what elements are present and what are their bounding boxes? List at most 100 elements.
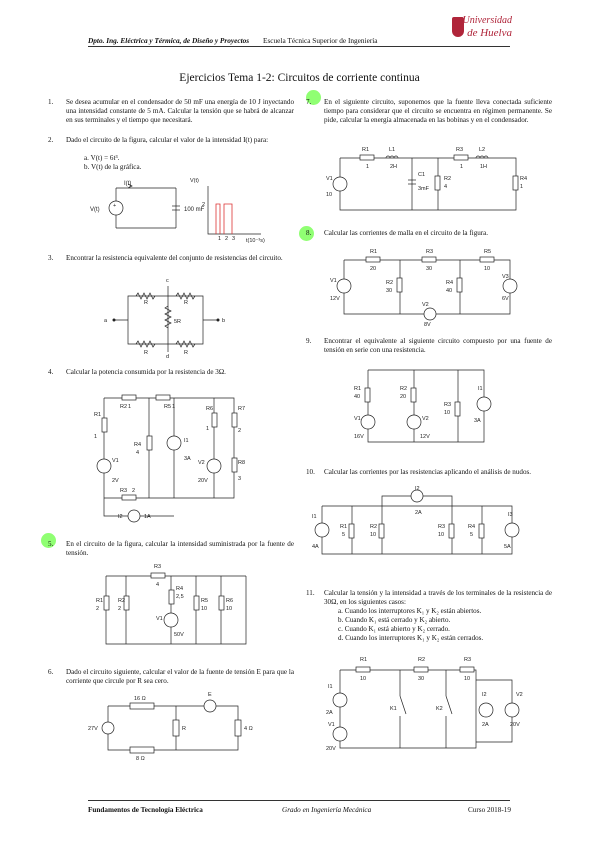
component-value: 30 xyxy=(386,288,392,294)
component-label: I1 xyxy=(312,514,317,520)
resistor-label: R xyxy=(144,300,148,306)
figure-6: 16 Ω E 27V R 4 Ω 8 Ω xyxy=(88,692,253,762)
component-label: I2 xyxy=(482,692,487,698)
component-value: 20 xyxy=(400,394,406,400)
figure-4: R2 1 R5 1 R1 1 R6 1 R7 2 R4 4 I1 3A V2 2… xyxy=(94,394,245,523)
component-value: 1A xyxy=(144,514,151,520)
component-label: R5 xyxy=(201,598,208,604)
exercise-text: En el circuito de la figura, calcular la… xyxy=(66,540,294,557)
component-value: 3 xyxy=(238,476,241,482)
component-label: R2 xyxy=(370,524,377,530)
graph-x-tick: 3 xyxy=(232,236,235,242)
graph-x-tick: 2 xyxy=(225,236,228,242)
exercise-2: 2. Dado el circuito de la figura, calcul… xyxy=(48,136,295,176)
component-label: E xyxy=(208,692,212,698)
university-logo: Universidad de Huelva xyxy=(452,15,512,45)
figure-9: R1 40 R2 20 R3 10 I1 3A V1 16V V2 12V xyxy=(354,369,492,443)
school-name: Escuela Técnica Superior de Ingeniería xyxy=(263,36,378,45)
figure-7: R1 1 L1 2H C1 3mF R2 4 R3 1 L2 1H R4 1 V… xyxy=(326,147,527,211)
figure-2: + I(t) V(t) 100 mF V(t) 2 1 2 3 t(10⁻³s) xyxy=(90,178,265,244)
component-value: 4 Ω xyxy=(244,726,253,732)
resistor-label: R xyxy=(184,300,188,306)
exercise-text: Se desea acumular en el condensador de 5… xyxy=(66,98,294,124)
component-label: R4 xyxy=(134,442,141,448)
component-value: 8 Ω xyxy=(136,756,145,762)
department-name: Dpto. Ing. Eléctrica y Térmica, de Diseñ… xyxy=(88,36,250,45)
component-label: R2 xyxy=(400,386,407,392)
exercise-text: Dado el circuito siguiente, calcular el … xyxy=(66,668,294,685)
component-label: R2 xyxy=(386,280,393,286)
component-label: R1 xyxy=(340,524,347,530)
exercise-text: Encontrar el equivalente al siguiente ci… xyxy=(324,337,552,354)
component-label: I1 xyxy=(184,438,189,444)
component-value: 30 xyxy=(418,676,424,682)
figure-11: R1 10 R2 30 R3 10 I1 2A K1 K2 I2 2A V2 2… xyxy=(326,657,523,752)
component-label: I1 xyxy=(478,386,483,392)
component-value: 10 xyxy=(226,606,232,612)
current-label: I(t) xyxy=(124,181,131,187)
component-value: 2H xyxy=(390,164,397,170)
subitem-b: b. Cuando K₁ está cerrado y K₂ abierto. xyxy=(338,616,451,624)
component-label: I2 xyxy=(118,514,123,520)
component-value: 4 xyxy=(156,582,159,588)
component-label: R3 xyxy=(444,402,451,408)
footer-rule xyxy=(88,800,510,801)
component-label: R1 xyxy=(360,657,367,663)
component-label: V2 xyxy=(516,692,523,698)
component-value: 10 xyxy=(464,676,470,682)
component-value: 10 xyxy=(438,532,444,538)
component-value: 2 xyxy=(132,488,135,494)
component-value: 2A xyxy=(326,710,333,716)
component-value: 8V xyxy=(424,322,431,328)
component-value: 2V xyxy=(112,478,119,484)
component-label: V3 xyxy=(502,274,509,280)
component-value: 4A xyxy=(312,544,319,550)
logo-line-1: Universidad xyxy=(462,15,512,26)
component-label: R5 xyxy=(484,249,491,255)
component-label: R3 xyxy=(456,147,463,153)
exercise-number: 1. xyxy=(48,98,54,106)
subitem-a: a. Cuando los interruptores K₁ y K₂ está… xyxy=(338,607,482,615)
component-label: V1 xyxy=(330,278,337,284)
component-value: 6V xyxy=(502,296,509,302)
header-rule xyxy=(88,46,510,47)
component-label: R2 xyxy=(444,176,451,182)
component-label: R4 xyxy=(468,524,475,530)
subitem-c: c. Cuando K₁ está abierto y K₂ cerrado. xyxy=(338,625,450,633)
component-value: 3A xyxy=(474,418,481,424)
highlight-marker xyxy=(41,533,56,548)
component-value: 2 xyxy=(118,606,121,612)
capacitor-label: 100 mF xyxy=(184,207,205,213)
component-label: R1 xyxy=(354,386,361,392)
exercise-number: 11. xyxy=(306,589,315,597)
exercise-3: 3. Encontrar la resistencia equivalente … xyxy=(48,254,295,274)
figure-10: I2 2A I1 4A R1 5 R2 10 R3 10 R4 5 I3 5A xyxy=(312,486,520,555)
component-value: 10 xyxy=(201,606,207,612)
highlight-marker xyxy=(299,226,314,241)
component-value: 10 xyxy=(326,192,332,198)
component-value: 3A xyxy=(184,456,191,462)
component-label: L2 xyxy=(479,147,485,153)
subitem-b: b. V(t) de la gráfica. xyxy=(84,163,142,171)
exercise-text: Encontrar la resistencia equivalente del… xyxy=(66,254,283,262)
exercise-5: 5. En el circuito de la figura, calcular… xyxy=(48,540,295,560)
exercise-10: 10. Calcular las corrientes por las resi… xyxy=(306,468,553,488)
component-label: V1 xyxy=(326,176,333,182)
component-value: 2,5 xyxy=(176,594,184,600)
component-value: 1 xyxy=(206,426,209,432)
component-label: I3 xyxy=(508,512,513,518)
component-value: 16V xyxy=(354,434,364,440)
resistor-label: 5R xyxy=(174,319,181,325)
component-label: R1 xyxy=(362,147,369,153)
component-label: R4 xyxy=(520,176,527,182)
component-label: R xyxy=(182,726,186,732)
component-label: I2 xyxy=(415,486,420,492)
switch-label: K2 xyxy=(436,706,443,712)
logo-line-2: de Huelva xyxy=(467,27,512,39)
component-value: 1 xyxy=(366,164,369,170)
component-value: 2A xyxy=(415,510,422,516)
exercise-number: 2. xyxy=(48,136,54,144)
component-label: V2 xyxy=(422,302,429,308)
component-value: 50V xyxy=(174,632,184,638)
component-label: R1 xyxy=(96,598,103,604)
